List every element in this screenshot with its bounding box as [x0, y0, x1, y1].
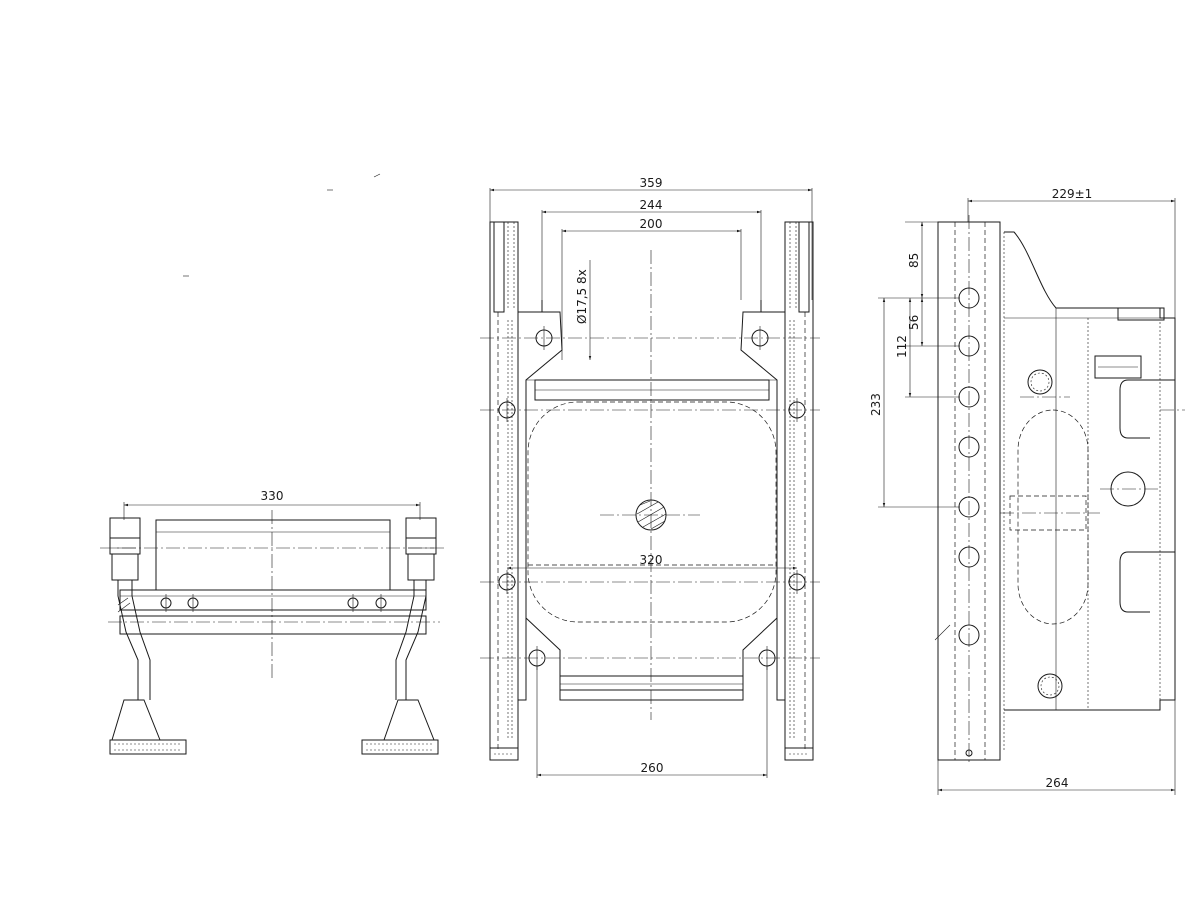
- front-view-dimension-200: 200: [561, 217, 742, 360]
- side-view-dimension-56: 56: [905, 298, 960, 347]
- front-view-dimension-320: 320: [507, 553, 797, 570]
- front-view: 359 244 200 Ø17,5 8x: [480, 176, 820, 778]
- dim-229-label: 229±1: [1052, 187, 1093, 201]
- dim-56-label: 56: [907, 315, 921, 330]
- dim-85-label: 85: [907, 253, 921, 268]
- dim-359-label: 359: [640, 176, 663, 190]
- dim-244-label: 244: [640, 198, 663, 212]
- dim-200-label: 200: [640, 217, 663, 231]
- front-view-dimension-244: 244: [541, 198, 762, 300]
- dim-264-label: 264: [1046, 776, 1069, 790]
- stray-marks: [183, 173, 381, 277]
- dim-112-label: 112: [895, 335, 909, 358]
- side-view-dimension-229: 229±1: [967, 187, 1176, 320]
- dim-233-label: 233: [869, 393, 883, 416]
- hole-callout-label: Ø17,5 8x: [575, 269, 589, 324]
- left-view: 330: [100, 489, 445, 755]
- side-view-dimension-85: 85: [905, 221, 960, 299]
- side-view-dimension-233: 233: [869, 297, 960, 508]
- front-view-dimension-260: 260: [536, 666, 768, 778]
- dim-260-label: 260: [641, 761, 664, 775]
- side-view-dimension-112: 112: [895, 298, 960, 398]
- left-view-dimension-330: 330: [123, 489, 421, 520]
- side-view-dimension-264: 264: [937, 700, 1176, 795]
- dim-330-label: 330: [261, 489, 284, 503]
- dim-320-label: 320: [640, 553, 663, 567]
- hole-callout: Ø17,5 8x: [575, 260, 592, 360]
- side-view: 229±1: [869, 187, 1185, 795]
